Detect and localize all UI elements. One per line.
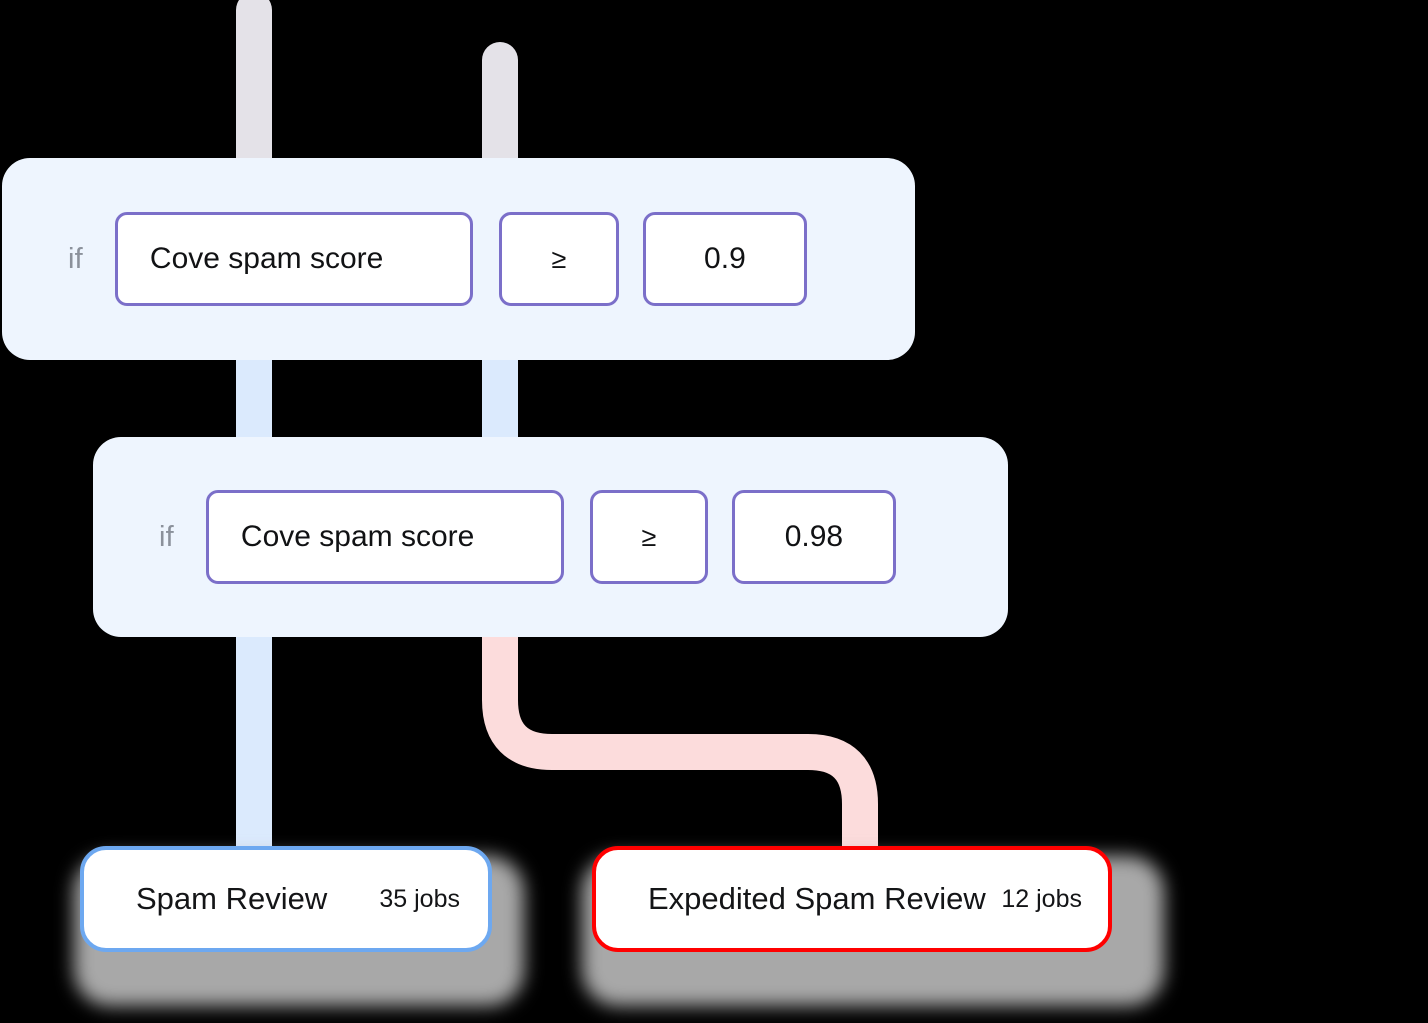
condition-value-text-1: 0.9 — [704, 242, 746, 275]
edge-in-right[interactable] — [460, 20, 540, 180]
node-job-count: 12 jobs — [1001, 884, 1082, 913]
node-title: Spam Review — [136, 881, 328, 916]
condition-field-2[interactable]: Cove spam score — [205, 490, 564, 584]
node-spam-review[interactable]: Spam Review 35 jobs — [62, 838, 532, 1018]
node-title: Expedited Spam Review — [648, 881, 986, 916]
greater-than-or-equal-icon: ≥ — [641, 521, 657, 552]
condition-value-1[interactable]: 0.9 — [642, 212, 807, 306]
node-job-count: 35 jobs — [379, 884, 460, 913]
edge-to-spam-review[interactable] — [214, 630, 294, 860]
condition-field-text-2: Cove spam score — [240, 520, 475, 553]
greater-than-or-equal-icon: ≥ — [551, 243, 567, 274]
edge-in-left[interactable] — [214, 0, 294, 180]
condition-field-text-1: Cove spam score — [149, 242, 384, 275]
condition-block-1[interactable]: if Cove spam score ≥ 0.9 — [2, 158, 915, 360]
node-card-expedited-spam-review[interactable]: Expedited Spam Review 12 jobs — [592, 846, 1112, 952]
condition-value-text-2: 0.98 — [784, 520, 844, 553]
node-card-spam-review[interactable]: Spam Review 35 jobs — [80, 846, 492, 952]
condition-block-2[interactable]: if Cove spam score ≥ 0.98 — [93, 437, 1008, 637]
condition-field-1[interactable]: Cove spam score — [114, 212, 473, 306]
if-label-2: if — [159, 520, 174, 553]
condition-value-2[interactable]: 0.98 — [731, 490, 896, 584]
condition-operator-1[interactable]: ≥ — [498, 212, 619, 306]
edge-mid-right[interactable] — [460, 356, 540, 446]
if-label-1: if — [68, 242, 83, 275]
condition-operator-2[interactable]: ≥ — [589, 490, 708, 584]
edge-mid-left[interactable] — [214, 356, 294, 446]
edge-to-expedited-spam-review[interactable] — [460, 630, 930, 870]
node-expedited-spam-review[interactable]: Expedited Spam Review 12 jobs — [570, 838, 1180, 1018]
